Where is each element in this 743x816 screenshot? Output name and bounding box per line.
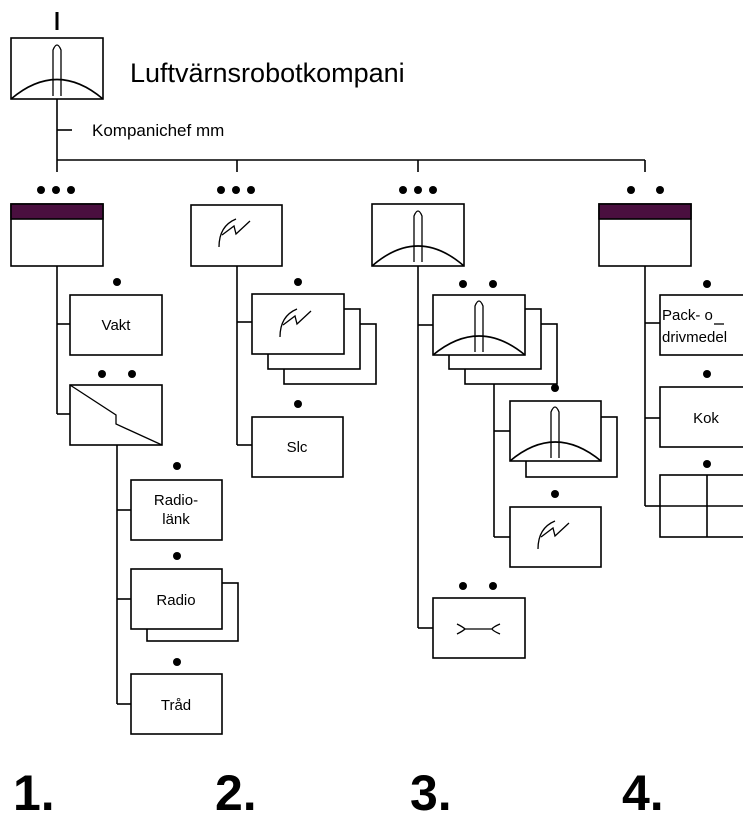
platoon-4-hq-band — [598, 203, 692, 220]
unit-radio: Radio — [130, 552, 239, 642]
column-2-number: 2. — [215, 765, 257, 816]
platoon-3-missile-box — [371, 203, 465, 267]
unit-radiolank-label-2: länk — [162, 511, 190, 528]
unit-maintenance — [432, 582, 526, 659]
company-title: Luftvärnsrobotkompani — [130, 58, 405, 88]
command-label: Kompanichef mm — [92, 121, 224, 140]
radar-icon — [279, 308, 312, 338]
unit-launcher-group — [432, 280, 558, 538]
signal-lightning-icon — [69, 384, 163, 446]
unit-radio-label: Radio — [156, 592, 195, 609]
platoon-2 — [190, 186, 283, 446]
column-4-number: 4. — [622, 765, 664, 816]
unit-supply — [659, 460, 743, 538]
unit-radiolank: Radio- länk — [130, 462, 223, 541]
unit-slc-label: Slc — [287, 439, 308, 456]
company-symbol — [10, 37, 104, 100]
platoon-2-hq-box — [190, 204, 283, 267]
unit-pack-label-2: drivmedel — [662, 329, 727, 346]
platoon-4 — [598, 186, 692, 507]
unit-vakt-label: Vakt — [102, 317, 132, 334]
platoon-4-size-dots — [627, 186, 664, 194]
unit-signal — [69, 370, 163, 705]
missile-icon — [413, 210, 423, 262]
wrench-icon — [456, 623, 501, 635]
platoon-3 — [371, 186, 465, 629]
unit-launcher-sub — [509, 384, 618, 478]
column-3-number: 3. — [410, 765, 452, 816]
missile-icon — [474, 300, 484, 352]
platoon-1 — [10, 186, 104, 415]
platoon-2-size-dots — [217, 186, 255, 194]
platoon-1-hq-band — [10, 203, 104, 220]
platoon-3-size-dots — [399, 186, 437, 194]
unit-pack-drivmedel: Pack- o drivmedel — [659, 280, 743, 356]
unit-trad: Tråd — [130, 658, 223, 735]
unit-radar-sub — [509, 490, 602, 568]
unit-radar-group — [251, 278, 377, 385]
unit-pack-label-1: Pack- o — [662, 307, 713, 324]
unit-vakt: Vakt — [69, 278, 163, 356]
unit-slc: Slc — [251, 400, 344, 478]
unit-kok-label: Kok — [693, 410, 719, 427]
unit-trad-label: Tråd — [161, 697, 191, 714]
column-1-number: 1. — [13, 765, 55, 816]
radar-icon — [537, 520, 570, 550]
missile-icon — [550, 406, 560, 458]
unit-kok: Kok — [659, 370, 743, 448]
platoon-1-size-dots — [37, 186, 75, 194]
unit-radiolank-label-1: Radio- — [154, 492, 198, 509]
radar-icon — [218, 218, 251, 248]
